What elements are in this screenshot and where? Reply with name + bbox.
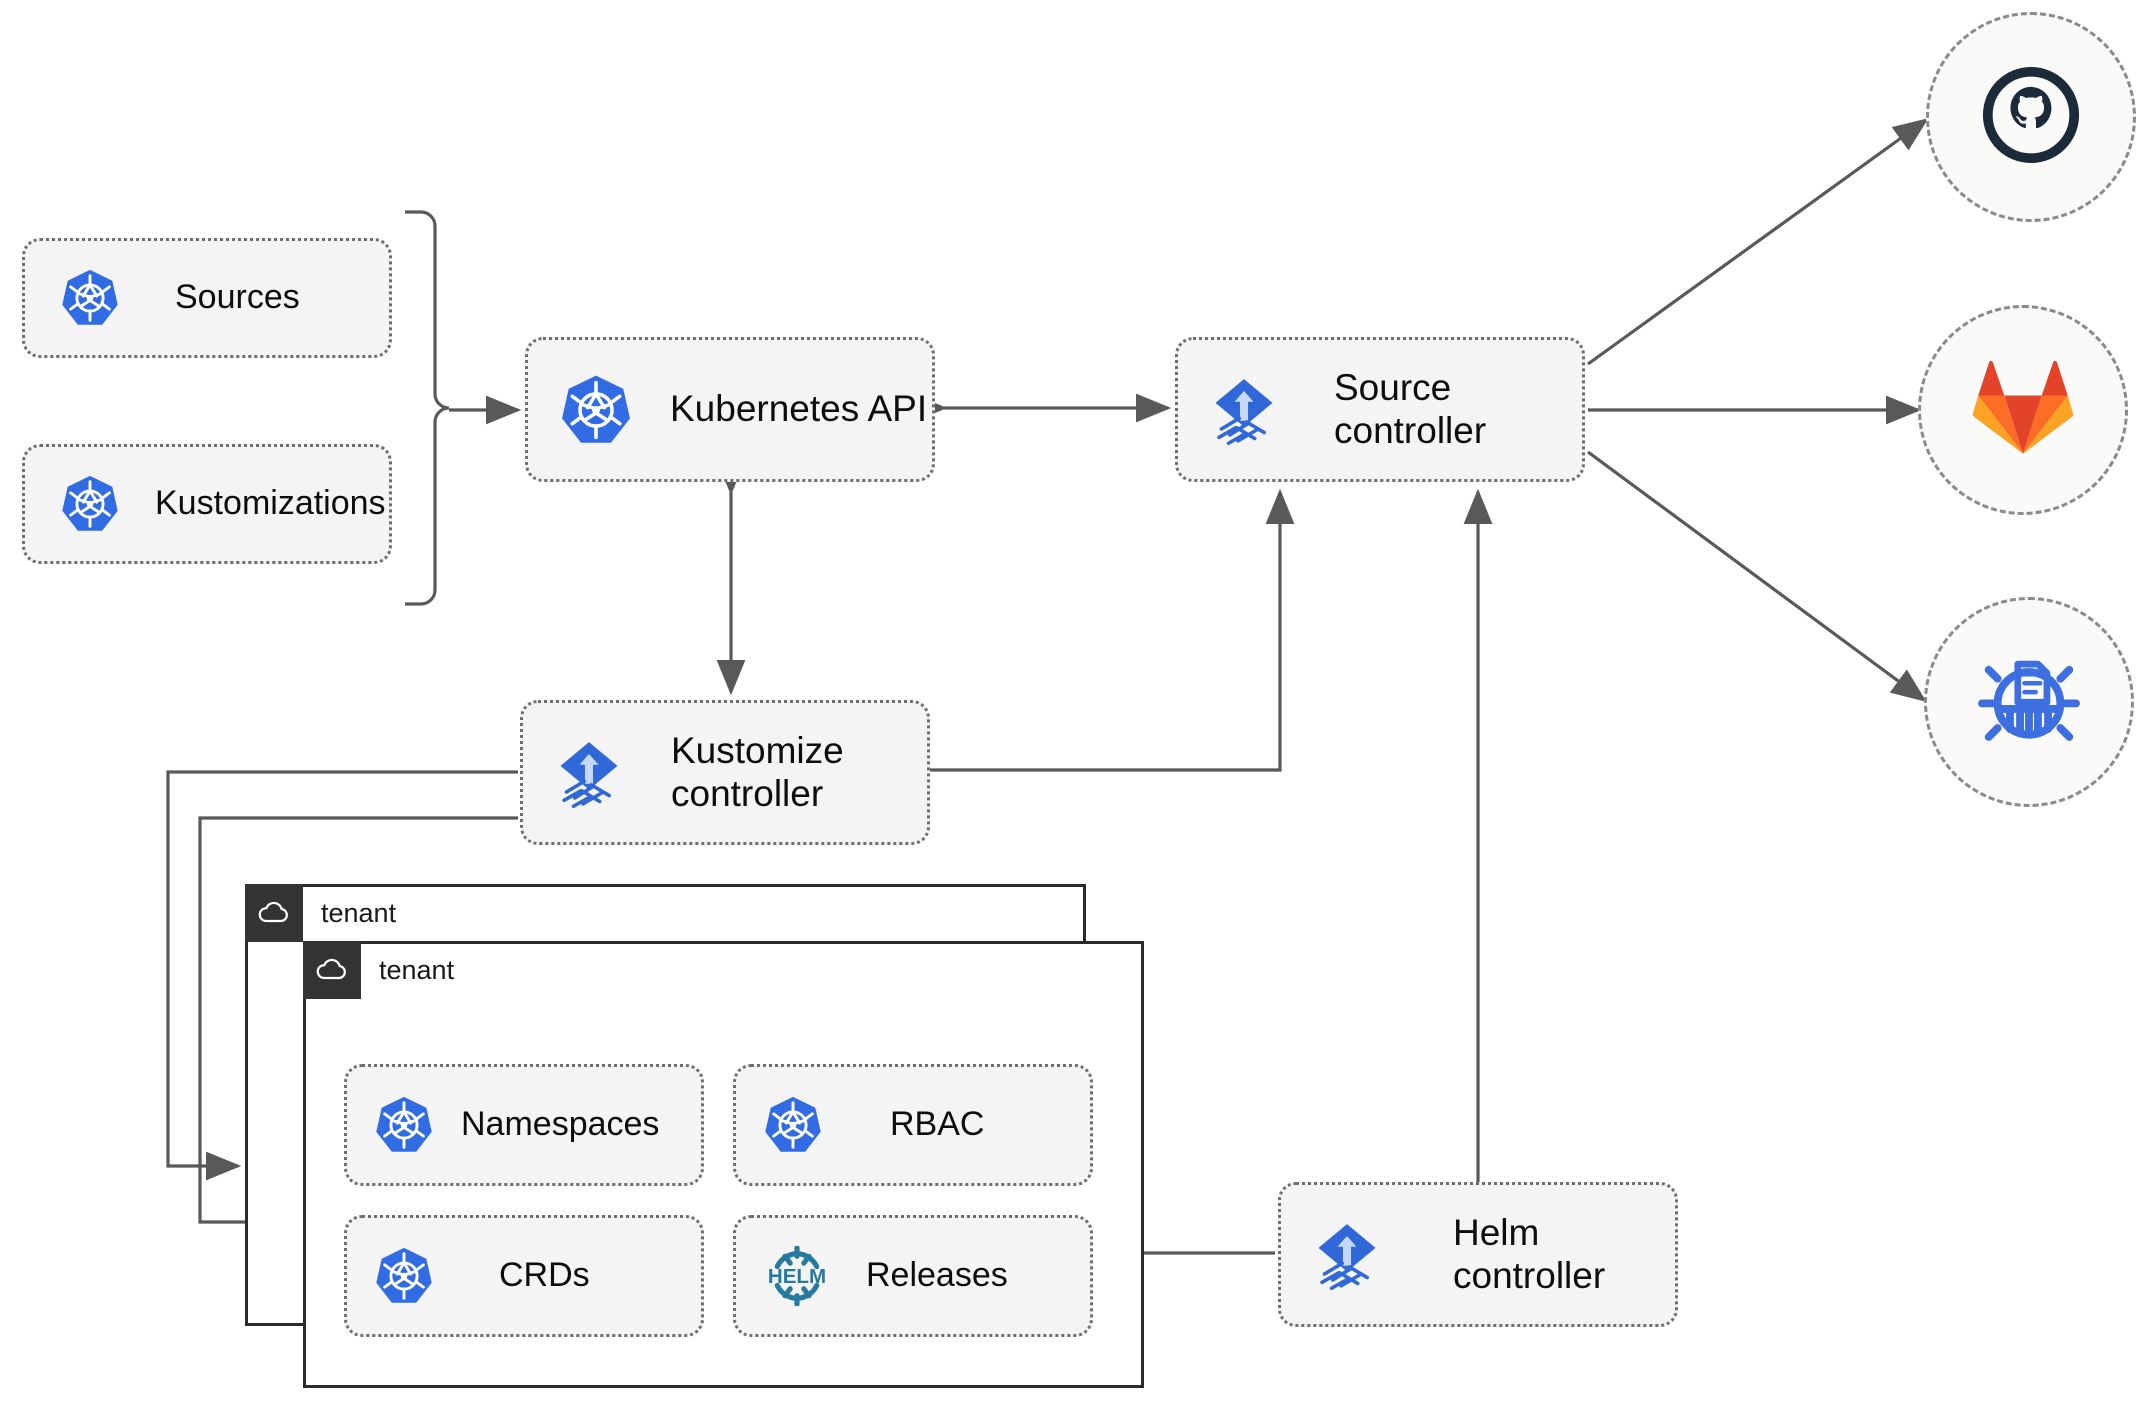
node-sources[interactable]: Sources bbox=[22, 238, 392, 358]
group-brace bbox=[405, 210, 450, 606]
node-kustomize-controller[interactable]: Kustomize controller bbox=[520, 700, 930, 845]
kubernetes-icon bbox=[59, 267, 121, 329]
node-source-controller[interactable]: Source controller bbox=[1175, 337, 1585, 482]
node-helm-controller[interactable]: Helm controller bbox=[1278, 1182, 1678, 1327]
node-helm-controller-label: Helm controller bbox=[1453, 1211, 1606, 1296]
node-rbac[interactable]: RBAC bbox=[733, 1064, 1093, 1186]
tenant-2-titlebar: tenant bbox=[303, 941, 454, 999]
gitlab-icon bbox=[1971, 358, 2075, 463]
tenant-box-2[interactable]: tenant Namespaces bbox=[303, 941, 1144, 1388]
node-rbac-label: RBAC bbox=[890, 1105, 985, 1144]
flux-icon bbox=[1309, 1217, 1385, 1293]
node-kustomizations[interactable]: Kustomizations bbox=[22, 444, 392, 564]
node-releases[interactable]: HELM Releases bbox=[733, 1215, 1093, 1337]
provider-bucket[interactable] bbox=[1924, 597, 2134, 807]
node-kustomizations-label: Kustomizations bbox=[155, 484, 386, 523]
cloud-icon bbox=[245, 884, 303, 942]
kubernetes-icon bbox=[762, 1094, 824, 1156]
node-kustomize-controller-label: Kustomize controller bbox=[671, 729, 844, 814]
node-sources-label: Sources bbox=[175, 278, 300, 317]
cloud-icon bbox=[303, 941, 361, 999]
wire-source-to-github bbox=[1587, 118, 1929, 366]
provider-github[interactable] bbox=[1926, 12, 2136, 222]
helm-icon: HELM bbox=[758, 1246, 836, 1306]
kubernetes-icon bbox=[59, 473, 121, 535]
node-namespaces-label: Namespaces bbox=[461, 1105, 660, 1144]
kubernetes-icon bbox=[558, 372, 634, 448]
node-crds-label: CRDs bbox=[499, 1256, 590, 1295]
flux-icon bbox=[551, 735, 627, 811]
tenant-2-label: tenant bbox=[379, 954, 455, 985]
kubernetes-icon bbox=[373, 1094, 435, 1156]
node-kubernetes-api[interactable]: Kubernetes API bbox=[525, 337, 935, 482]
kubernetes-icon bbox=[373, 1245, 435, 1307]
wire-source-to-bucket bbox=[1587, 450, 1927, 702]
flux-icon bbox=[1206, 372, 1282, 448]
svg-text:HELM: HELM bbox=[768, 1265, 826, 1288]
provider-gitlab[interactable] bbox=[1918, 305, 2128, 515]
github-icon bbox=[1977, 61, 2085, 174]
node-releases-label: Releases bbox=[866, 1256, 1008, 1295]
bucket-icon bbox=[1973, 644, 2085, 761]
node-namespaces[interactable]: Namespaces bbox=[344, 1064, 704, 1186]
tenant-1-label: tenant bbox=[321, 897, 397, 928]
node-source-controller-label: Source controller bbox=[1334, 366, 1487, 451]
node-kubernetes-api-label: Kubernetes API bbox=[670, 388, 928, 430]
tenant-1-titlebar: tenant bbox=[245, 884, 396, 942]
node-crds[interactable]: CRDs bbox=[344, 1215, 704, 1337]
